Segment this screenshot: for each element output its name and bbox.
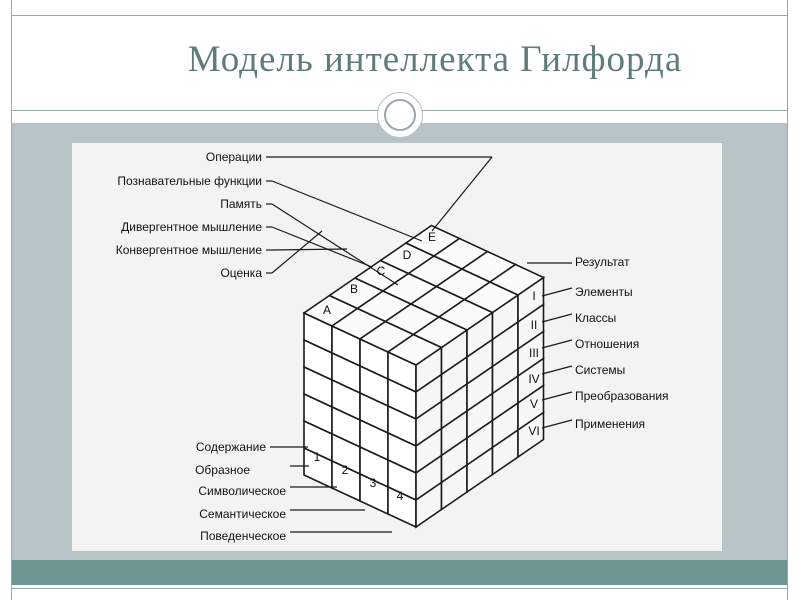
operation-leader	[271, 248, 348, 251]
result-label: Классы	[575, 311, 616, 325]
circle-ornament-icon	[377, 92, 423, 138]
result-leader	[541, 391, 573, 401]
result-label: Отношения	[575, 337, 639, 351]
leader-lines	[266, 156, 573, 533]
content-number: 2	[342, 463, 349, 477]
content-number: 3	[370, 476, 377, 490]
operation-leader	[271, 226, 373, 268]
bottom-band	[12, 560, 787, 585]
operation-label: Дивергентное мышление	[121, 220, 262, 234]
result-label: Элементы	[575, 285, 633, 299]
content-label: Образное	[195, 463, 250, 477]
side-cell	[517, 410, 545, 459]
top-cell	[488, 263, 546, 296]
operation-leader	[271, 203, 399, 286]
operations-header-leader	[431, 156, 493, 232]
operation-label: Конвергентное мышление	[116, 243, 263, 257]
guilford-cube-diagram: Операции Познавательные функции Память Д…	[116, 150, 669, 543]
labels: Операции Познавательные функции Память Д…	[116, 150, 669, 543]
result-leader	[541, 419, 573, 429]
operation-letter: C	[377, 264, 386, 278]
operation-leader	[271, 180, 423, 242]
operations-header: Операции	[206, 150, 262, 164]
result-numeral: V	[530, 397, 538, 411]
content-label: Семантическое	[199, 507, 286, 521]
result-numeral: I	[532, 289, 535, 303]
operation-letter: B	[350, 282, 358, 296]
cube-grid	[302, 224, 546, 529]
top-rule	[11, 15, 788, 16]
operation-label: Оценка	[220, 266, 262, 280]
result-numeral: III	[529, 346, 539, 360]
frame-line-right	[787, 0, 788, 600]
operation-label: Память	[220, 197, 262, 211]
result-leader	[541, 313, 573, 323]
operation-letter: E	[428, 230, 436, 244]
content-number: 1	[314, 450, 321, 464]
result-label: Системы	[575, 363, 625, 377]
guilford-cube-image: Операции Познавательные функции Память Д…	[72, 143, 722, 551]
content-number: 4	[397, 489, 404, 503]
results-header: Результат	[575, 255, 630, 269]
content-label: Поведенческое	[200, 529, 286, 543]
bottom-rule	[11, 588, 788, 589]
slide-title: Модель интеллекта Гилфорда	[187, 39, 683, 80]
result-leader	[541, 339, 573, 349]
result-numeral: VI	[528, 424, 539, 438]
result-label: Применения	[575, 417, 645, 431]
result-leader	[541, 365, 573, 375]
operation-label: Познавательные функции	[117, 174, 262, 188]
operation-leader	[271, 230, 323, 274]
content-label: Символическое	[198, 484, 286, 498]
result-numeral: II	[531, 318, 538, 332]
result-label: Преобразования	[575, 389, 669, 403]
operation-letter: A	[323, 303, 331, 317]
frame-line-left	[11, 0, 12, 600]
result-numeral: IV	[528, 372, 539, 386]
result-leader	[541, 287, 573, 297]
content-header: Содержание	[196, 440, 266, 454]
operation-letter: D	[403, 248, 412, 262]
